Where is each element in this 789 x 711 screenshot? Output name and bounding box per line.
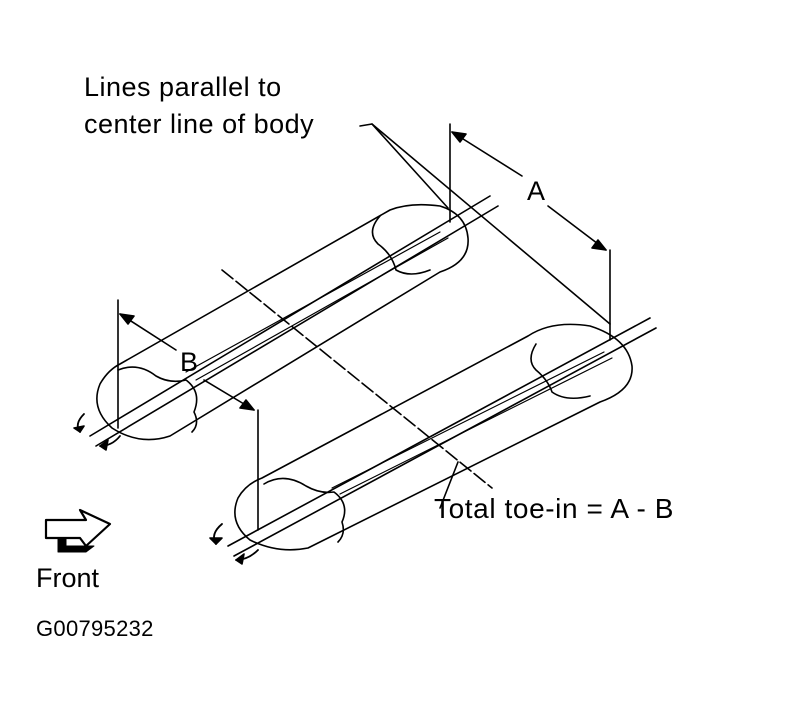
upper-right-rotation-arrowhead xyxy=(99,439,109,451)
front-label: Front xyxy=(36,563,100,593)
body-center-line xyxy=(221,269,493,489)
upper-wheel-rear-contact xyxy=(371,215,431,275)
front-arrow-icon xyxy=(44,508,112,553)
lower-wheel-outline xyxy=(234,323,633,551)
lower-wheel-front-contact xyxy=(263,477,346,543)
formula-leader xyxy=(439,461,459,509)
lower-parallel-line-2 xyxy=(233,327,657,557)
dimension-b-arrowhead-2 xyxy=(239,399,255,411)
lower-parallel-line-1 xyxy=(227,317,651,547)
upper-left-rotation-arrowhead xyxy=(73,425,85,433)
dimension-a-arrowhead-1 xyxy=(451,131,467,143)
callout-leader-lower xyxy=(371,123,611,325)
lower-wheel-tread xyxy=(331,351,613,495)
upper-wheel-front-contact xyxy=(117,366,198,433)
dimension-a-arrow-line-1 xyxy=(451,131,523,177)
dimension-a-arrowhead-2 xyxy=(591,239,607,251)
callout-text-line1: Lines parallel to xyxy=(84,72,282,102)
callout-text-line2: center line of body xyxy=(84,109,315,139)
toe-in-formula: Total toe-in = A - B xyxy=(434,493,675,524)
figure-id: G00795232 xyxy=(36,616,154,641)
upper-parallel-line-1 xyxy=(89,195,491,437)
dimension-b-arrowhead-1 xyxy=(119,313,135,325)
upper-parallel-line-2 xyxy=(95,205,499,447)
upper-wheel-outline xyxy=(96,203,469,441)
lower-left-rotation-arrowhead xyxy=(209,537,223,545)
dimension-b-label: B xyxy=(180,347,199,377)
lower-right-rotation-arrowhead xyxy=(235,553,245,565)
upper-wheel-tread xyxy=(185,231,449,381)
dimension-a-label: A xyxy=(527,176,546,206)
callout-leader-upper xyxy=(359,123,449,209)
